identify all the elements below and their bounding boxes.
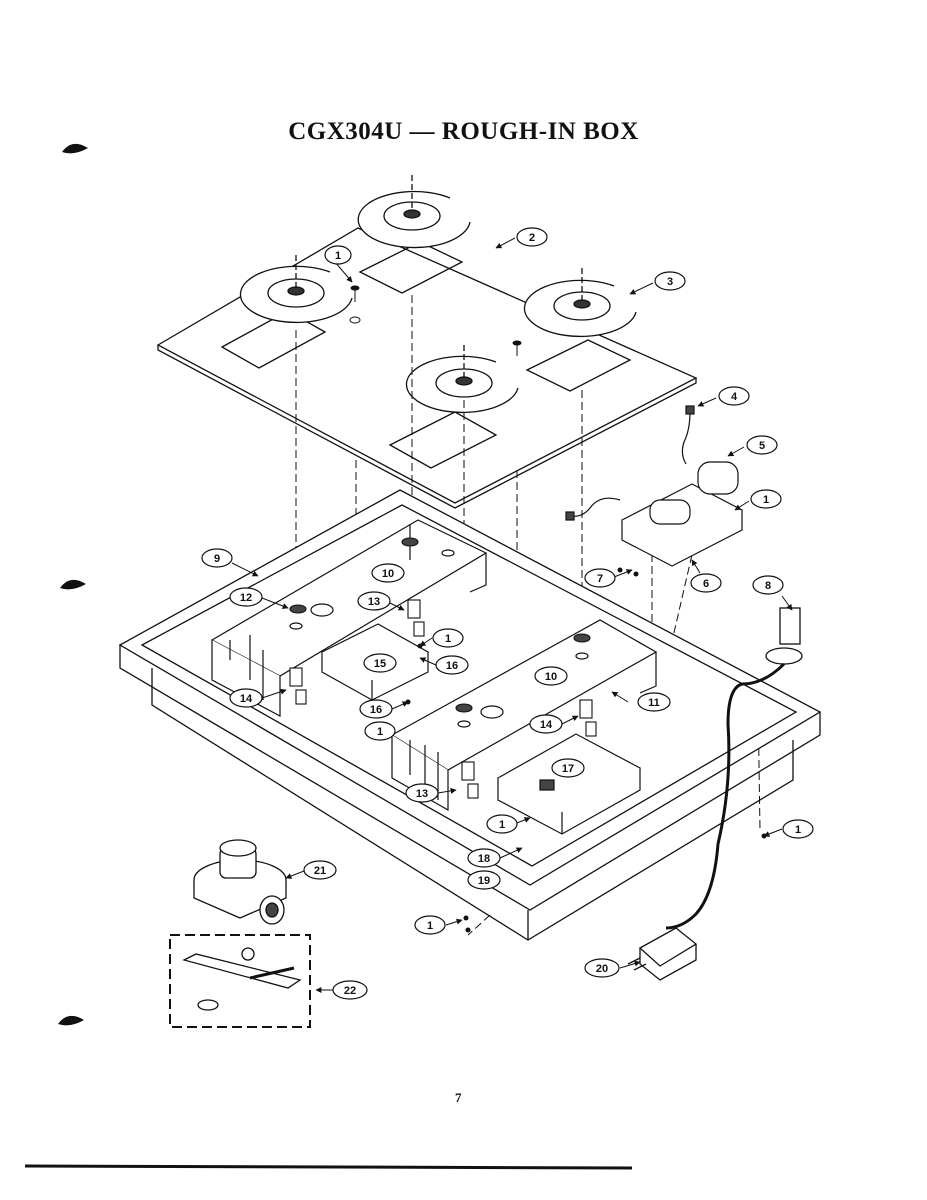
callout-20-plug: 20 <box>584 958 620 978</box>
callout-text: 10 <box>545 671 557 683</box>
callout-10-front-bracket: 10 <box>534 666 568 686</box>
rear-mounting-bracket <box>210 519 488 717</box>
callout-text: 1 <box>335 250 341 262</box>
callout-1-spark-screw: 1 <box>486 814 518 834</box>
callout-text: 12 <box>240 592 252 604</box>
callout-text: 8 <box>765 580 771 592</box>
callout-15: 15 <box>363 653 397 673</box>
burner-rear-center <box>357 175 471 249</box>
binder-hole-marks <box>58 143 88 1026</box>
burner-right <box>523 268 637 338</box>
callout-6: 6 <box>690 573 722 593</box>
callout-text: 7 <box>597 573 603 585</box>
callout-text: 18 <box>478 853 490 865</box>
callout-13-rear: 13 <box>357 591 391 611</box>
callout-text: 13 <box>416 788 428 800</box>
callout-4: 4 <box>718 386 750 406</box>
valve-assembly <box>565 405 744 567</box>
callout-16-upper: 16 <box>435 655 469 675</box>
callout-18: 18 <box>467 848 501 868</box>
callout-text: 2 <box>529 232 535 244</box>
callout-1-plate-screw: 1 <box>324 245 352 265</box>
callout-17: 17 <box>551 758 585 778</box>
callout-text: 3 <box>667 276 673 288</box>
callout-text: 13 <box>368 596 380 608</box>
callout-text: 20 <box>596 963 608 975</box>
callout-text: 1 <box>445 633 451 645</box>
callout-9-rough-in-box: 9 <box>201 548 233 568</box>
control-module <box>320 623 430 701</box>
callout-10-rear-bracket: 10 <box>371 563 405 583</box>
callout-labels: 1 2 3 4 5 1 6 7 8 9 10 12 13 1 15 16 10 … <box>201 227 814 1000</box>
burner-front-center <box>405 345 519 414</box>
callout-1-valve-screw: 1 <box>750 489 782 509</box>
conversion-kit <box>169 934 311 1028</box>
callout-1-module-screw: 1 <box>432 628 464 648</box>
callout-text: 14 <box>240 693 253 705</box>
callout-text: 6 <box>703 578 709 590</box>
callout-22-kit: 22 <box>332 980 368 1000</box>
callout-1-bottom-screws: 1 <box>414 915 446 935</box>
callout-7: 7 <box>584 568 616 588</box>
callout-14-left: 14 <box>229 688 263 708</box>
callout-text: 14 <box>540 719 553 731</box>
burner-left <box>239 255 353 324</box>
callout-21-regulator: 21 <box>303 860 337 880</box>
callout-3-burner: 3 <box>654 271 686 291</box>
callout-14-right: 14 <box>529 714 563 734</box>
callout-12: 12 <box>229 587 263 607</box>
callout-text: 16 <box>446 660 458 672</box>
plate-screws <box>349 285 522 356</box>
power-cord <box>627 607 803 981</box>
fasteners <box>405 567 767 933</box>
callout-16-lower: 16 <box>359 699 393 719</box>
callout-text: 17 <box>562 763 574 775</box>
callout-11: 11 <box>637 692 671 712</box>
callout-2-cooktop-plate: 2 <box>516 227 548 247</box>
pressure-regulator <box>193 839 287 925</box>
callout-text: 11 <box>648 697 660 709</box>
callout-13-front: 13 <box>405 783 439 803</box>
callout-text: 1 <box>427 920 433 932</box>
callout-text: 1 <box>795 824 801 836</box>
callout-5: 5 <box>746 435 778 455</box>
callout-text: 9 <box>214 553 220 565</box>
callout-text: 4 <box>731 391 738 403</box>
callout-text: 1 <box>763 494 769 506</box>
callout-text: 1 <box>499 819 505 831</box>
callout-text: 22 <box>344 985 356 997</box>
callout-1-cord-screw: 1 <box>782 819 814 839</box>
callout-text: 15 <box>374 658 386 670</box>
callout-text: 19 <box>478 875 490 887</box>
gas-orifice-fittings <box>289 537 597 799</box>
callout-text: 1 <box>377 726 383 738</box>
callout-text: 21 <box>314 865 326 877</box>
callout-text: 5 <box>759 440 765 452</box>
callout-8: 8 <box>752 575 784 595</box>
callout-text: 10 <box>382 568 394 580</box>
rough-in-box <box>118 489 822 941</box>
callout-text: 16 <box>370 704 382 716</box>
page-title: CGX304U — ROUGH-IN BOX <box>288 118 639 145</box>
callout-19: 19 <box>467 870 501 890</box>
page-number: 7 <box>455 1090 462 1105</box>
bottom-rule <box>24 1164 633 1170</box>
leader-arrows <box>231 237 793 993</box>
callout-1-bracket-screw: 1 <box>364 721 396 741</box>
